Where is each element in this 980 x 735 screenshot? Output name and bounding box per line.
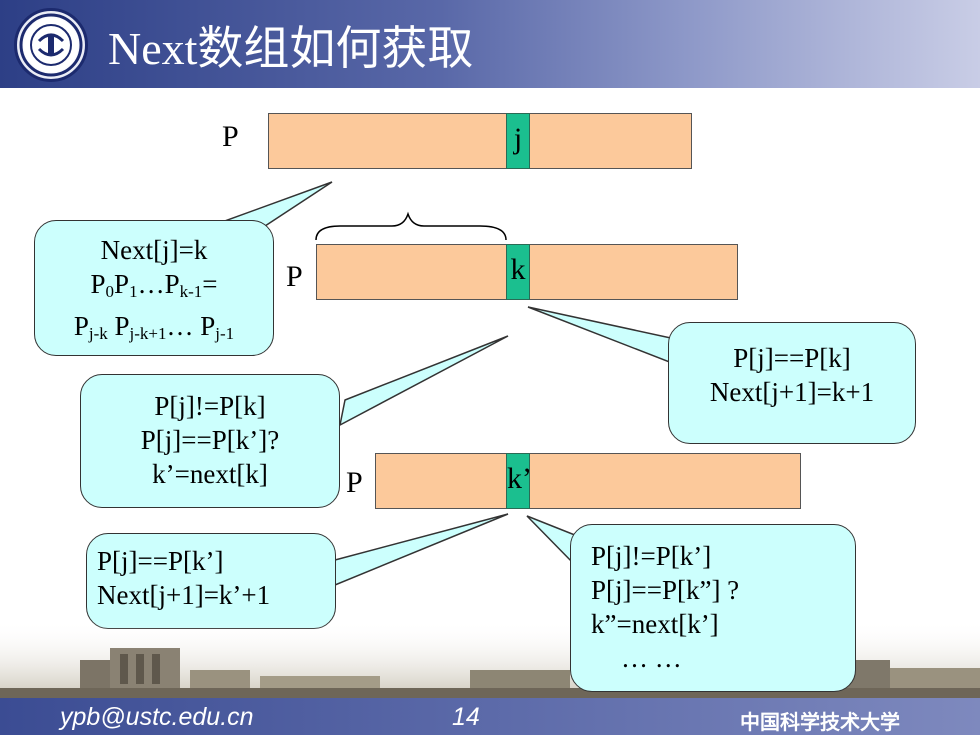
row2-label: P [286, 260, 303, 293]
row3-cell-k2: k’ [506, 453, 532, 509]
next-def-suffix: Pj-k Pj-k+1… Pj-1 [73, 311, 235, 343]
mismatch-k-line1: P[j]!=P[k] [154, 391, 266, 421]
mismatch-k-line2: P[j]==P[k’]? [140, 425, 280, 455]
mismatch-k2-line4: … … [621, 643, 682, 673]
slide-header [0, 0, 980, 88]
row1-cell-j: j [506, 113, 530, 169]
footer-organization: 中国科学技术大学 [740, 710, 900, 734]
next-def-prefix: P0P1…Pk-1= [90, 269, 218, 301]
match-k2-line2: Next[j+1]=k’+1 [97, 580, 271, 610]
match-k-line1: P[j]==P[k] [733, 343, 851, 373]
footer-email: ypb@ustc.edu.cn [60, 703, 254, 731]
match-k-line2: Next[j+1]=k+1 [709, 377, 875, 407]
slide-footer [0, 698, 980, 735]
next-def-line1: Next[j]=k [100, 235, 208, 265]
slide-title: Next数组如何获取 [108, 23, 474, 74]
callout-match-k: P[j]==P[k] Next[j+1]=k+1 [668, 322, 916, 444]
mismatch-k2-line1: P[j]!=P[k’] [591, 541, 712, 571]
row2-cell-k: k [506, 244, 530, 300]
university-logo-icon [14, 8, 88, 82]
callout-mismatch-k2: P[j]!=P[k’] P[j]==P[k”] ? k”=next[k’] … … [570, 524, 856, 692]
match-k2-line1: P[j]==P[k’] [97, 546, 224, 576]
footer-page-number: 14 [452, 703, 480, 731]
row3-bar [375, 453, 801, 509]
row3-label: P [346, 466, 363, 499]
callout-next-definition: Next[j]=k P0P1…Pk-1= Pj-k Pj-k+1… Pj-1 [34, 220, 274, 356]
mismatch-k-line3: k’=next[k] [152, 459, 268, 489]
row1-label: P [222, 120, 239, 153]
callout-mismatch-k: P[j]!=P[k] P[j]==P[k’]? k’=next[k] [80, 374, 340, 508]
mismatch-k2-line2: P[j]==P[k”] ? [591, 575, 740, 605]
row1-bar [268, 113, 692, 169]
prefix-brace [315, 211, 507, 241]
callout-match-k2: P[j]==P[k’] Next[j+1]=k’+1 [86, 533, 336, 629]
mismatch-k2-line3: k”=next[k’] [591, 609, 719, 639]
